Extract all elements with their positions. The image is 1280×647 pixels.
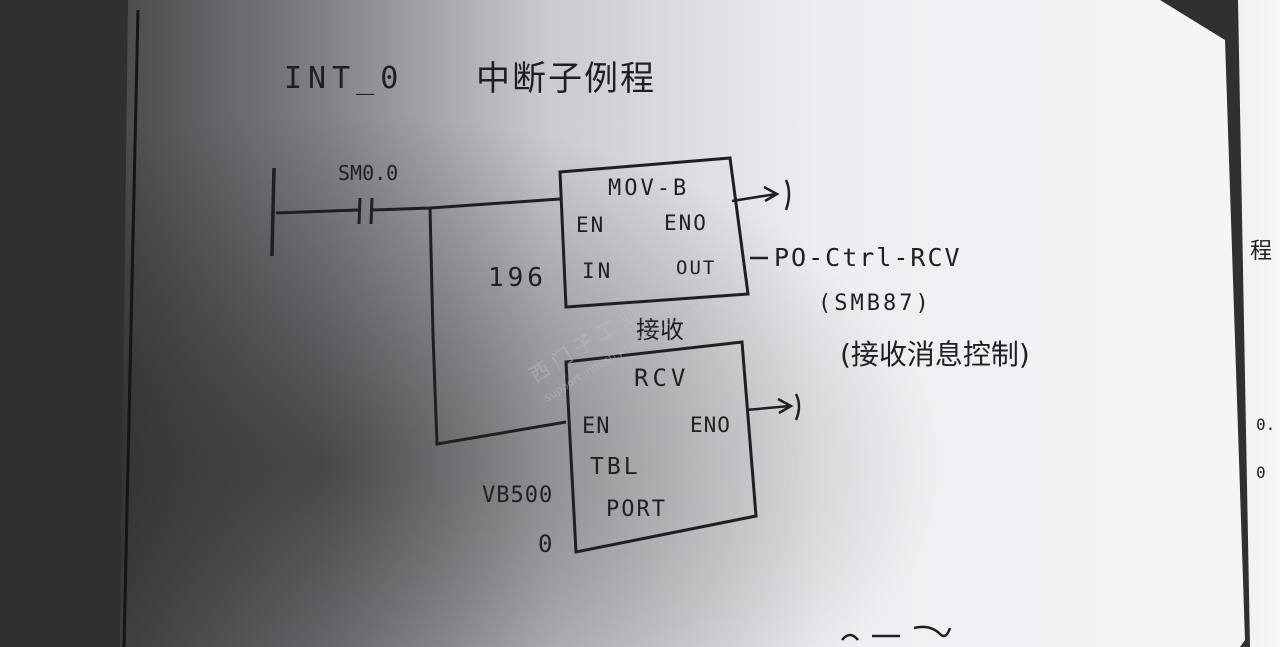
right-sheet-fragment-3: 0	[1256, 463, 1266, 482]
paper-edge-line	[122, 9, 140, 647]
rung-wire-left	[275, 208, 359, 215]
mov-b-pin-in: IN	[582, 259, 613, 283]
paper-shadow	[120, 0, 1245, 647]
rcv-pin-eno: ENO	[690, 413, 731, 437]
contact-bar-right	[369, 197, 374, 225]
rcv-name: RCV	[634, 364, 689, 392]
mov-b-name: MOV-B	[608, 176, 689, 201]
bottom-partial-writing	[841, 625, 952, 641]
routine-code: INT_0	[284, 61, 404, 96]
rcv-pin-port: PORT	[606, 497, 667, 522]
mov-out-note-cn: (接收消息控制)	[840, 338, 1030, 371]
mov-b-pin-out: OUT	[676, 257, 716, 279]
mov-eno-coil-mark	[784, 179, 791, 211]
rcv-eno-arrow-icon	[777, 397, 794, 415]
mov-b-pin-eno: ENO	[664, 211, 708, 235]
rcv-tbl-value: VB500	[482, 483, 553, 508]
mov-eno-wire	[731, 192, 777, 203]
mov-in-value: 196	[488, 263, 547, 293]
rcv-eno-wire	[745, 404, 791, 412]
rcv-box	[564, 340, 758, 554]
underlying-sheet	[1160, 0, 1280, 647]
mov-b-pin-en: EN	[576, 213, 605, 237]
mov-out-value: PO-Ctrl-RCV	[774, 243, 962, 272]
power-rail	[270, 167, 276, 257]
contact-bar-left	[357, 197, 362, 225]
mov-b-box	[558, 156, 750, 309]
routine-caption: 中断子例程	[476, 59, 656, 99]
right-sheet-fragment-2: 0.	[1256, 415, 1275, 434]
rcv-pin-en: EN	[582, 414, 611, 439]
contact-label: SM0.0	[338, 161, 398, 185]
rcv-pin-tbl: TBL	[590, 454, 641, 480]
rcv-above-label: 接收	[636, 316, 684, 344]
rcv-port-value: 0	[538, 530, 552, 558]
mov-eno-arrow-icon	[763, 185, 780, 203]
rcv-eno-coil-mark	[794, 393, 801, 421]
right-sheet-fragment: 程	[1250, 239, 1272, 264]
mov-out-note: (SMB87)	[818, 291, 932, 316]
branch-wire-to-rcv	[428, 207, 567, 446]
